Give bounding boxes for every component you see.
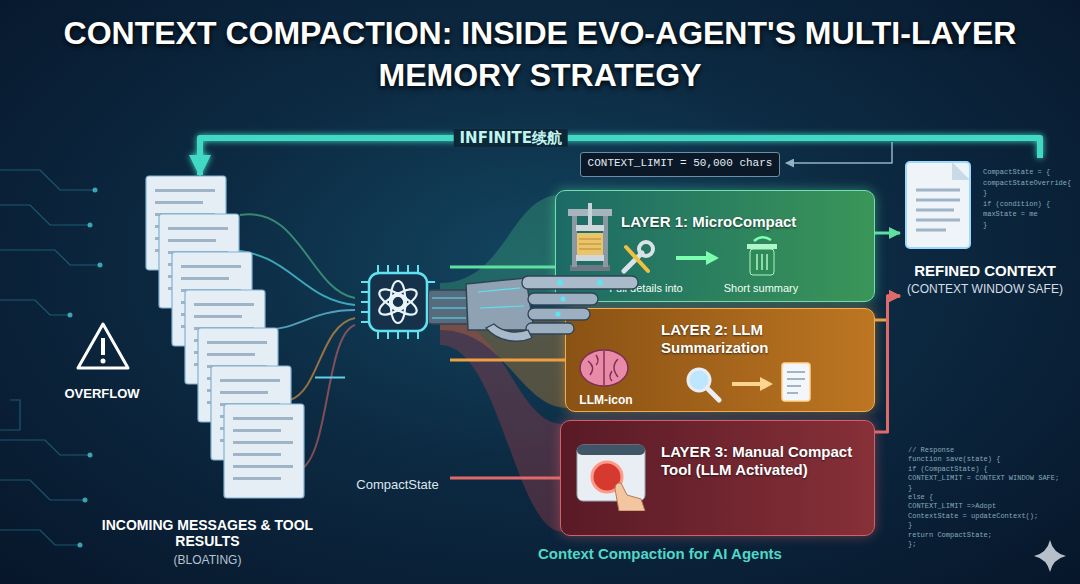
- document-stack-art: [146, 176, 304, 498]
- message-stack: INCOMING MESSAGES & TOOL RESULTS (BLOATIN…: [100, 175, 315, 575]
- refined-doc-art: [906, 162, 970, 248]
- magnifier-icon: [684, 365, 722, 403]
- layer-title: LAYER 3: Manual Compact Tool (LLM Activa…: [661, 443, 856, 479]
- connector: [450, 477, 560, 480]
- layer-band: LAYER 2: LLM SummarizationLLM-icon: [565, 308, 875, 412]
- code-line: }: [908, 521, 912, 530]
- node-subtitle: (CONTEXT WINDOW SAFE): [900, 282, 1070, 297]
- node-label: CompactState: [345, 477, 450, 493]
- code-line: CONTEXT_LIMIT = CONTEXT WINDOW SAFE;: [908, 474, 1059, 483]
- button-icon: [575, 443, 647, 511]
- flow-arrow-art: [732, 377, 773, 391]
- footer-caption: Context Compaction for AI Agents: [538, 545, 782, 563]
- layer-title: LAYER 2: LLM Summarization: [661, 321, 841, 357]
- limit-pointer: [786, 142, 892, 163]
- button-icon-art: [577, 445, 645, 511]
- code-line: compactStateOverride{: [983, 179, 1071, 188]
- connector: [315, 377, 345, 379]
- code-line: if (condition) {: [983, 200, 1050, 209]
- summary-doc-art: [782, 363, 810, 401]
- brain-icon-art: [580, 350, 628, 386]
- document-stack: [145, 175, 310, 510]
- connector: [450, 266, 555, 269]
- flow-arrow-art: [676, 251, 719, 265]
- code-line: }: [983, 189, 987, 198]
- icon-label: LLM-icon: [568, 393, 644, 407]
- brain-icon: [578, 347, 630, 389]
- limit-text: CONTEXT_LIMIT = 50,000 chars: [581, 153, 779, 173]
- code-line: ContextState = updateContext();: [908, 512, 1038, 521]
- bin-icon: [744, 235, 780, 277]
- limit-box: CONTEXT_LIMIT = 50,000 chars: [580, 152, 780, 177]
- sparkle-mark: [1034, 540, 1066, 572]
- chip-icon-art: [361, 265, 435, 339]
- code-line: }: [983, 221, 987, 230]
- press-icon-art: [568, 203, 612, 271]
- code-line: if (CompactState) {: [908, 465, 988, 474]
- code-line: function save(state) {: [908, 455, 1000, 464]
- warning-label: OVERFLOW: [62, 386, 142, 402]
- hand-parts: [428, 276, 638, 341]
- connector: [450, 359, 565, 362]
- code-line: CompactState = {: [983, 168, 1050, 177]
- code-line: // Response: [908, 446, 954, 455]
- layer-band: LAYER 3: Manual Compact Tool (LLM Activa…: [560, 420, 875, 536]
- connector: [875, 232, 900, 235]
- title: CONTEXT COMPACTION: INSIDE EVO-AGENT'S M…: [40, 12, 1040, 96]
- robot-hand: [428, 268, 653, 348]
- tools-icon-art: [624, 242, 653, 271]
- code-line: }: [908, 484, 912, 493]
- refined-doc: [900, 158, 978, 254]
- code-line: else {: [908, 493, 933, 502]
- summary-doc: [780, 361, 812, 403]
- bin-icon-art: [747, 237, 777, 275]
- node-title: INCOMING MESSAGES & TOOL RESULTS: [100, 517, 315, 549]
- node-subtitle: (BLOATING): [100, 553, 315, 568]
- tools-icon: [618, 239, 658, 277]
- flow-arrow: [674, 251, 720, 265]
- layer-title: LAYER 1: MicroCompact: [621, 213, 861, 231]
- warning-icon: [78, 324, 128, 368]
- code-line: maxState = me: [983, 210, 1038, 219]
- code-line: };: [908, 540, 916, 549]
- chip-icon: [359, 263, 437, 341]
- connector: [875, 296, 900, 432]
- flow-arrow: [730, 377, 774, 391]
- magnifier-icon-art: [688, 369, 719, 400]
- edge-label: INFINITE续航: [454, 129, 569, 147]
- code-line: CONTEXT_LIMIT =>Adopt: [908, 502, 996, 511]
- step-label: Short summary: [711, 282, 811, 295]
- press-icon: [566, 203, 614, 273]
- layer-flows: [440, 195, 568, 532]
- node-title: REFINED CONTEXT: [900, 262, 1070, 280]
- code-line: return CompactState;: [908, 531, 992, 540]
